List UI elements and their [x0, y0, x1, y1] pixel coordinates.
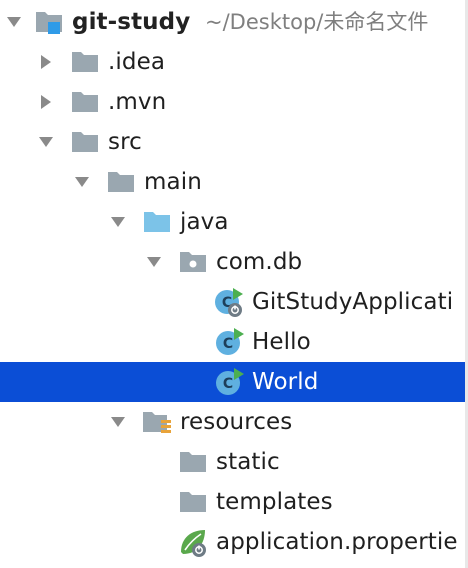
tree-row-com-db[interactable]: com.db — [0, 242, 468, 282]
java-class-icon: C — [213, 362, 245, 402]
panel-border — [465, 0, 468, 568]
tree-row-main[interactable]: main — [0, 162, 468, 202]
java-class-icon: C — [213, 322, 245, 362]
project-name: git-study — [72, 9, 191, 35]
tree-item-label: World — [252, 369, 319, 395]
chevron-down-icon[interactable] — [4, 2, 24, 42]
package-icon — [177, 242, 209, 282]
tree-item-label: main — [144, 169, 202, 195]
folder-icon — [177, 442, 209, 482]
tree-item-label: templates — [216, 489, 333, 515]
tree-row-src[interactable]: src — [0, 122, 468, 162]
project-module-icon — [33, 2, 65, 42]
tree-row-java[interactable]: java — [0, 202, 468, 242]
chevron-down-icon[interactable] — [36, 122, 56, 162]
chevron-down-icon[interactable] — [72, 162, 92, 202]
svg-text:C: C — [223, 336, 233, 352]
tree-item-label: application.propertie — [216, 529, 458, 555]
tree-item-label: .mvn — [108, 89, 167, 115]
chevron-down-icon[interactable] — [108, 402, 128, 442]
tree-row-static[interactable]: static — [0, 442, 468, 482]
folder-icon — [69, 122, 101, 162]
source-folder-icon — [141, 202, 173, 242]
folder-icon — [69, 42, 101, 82]
folder-icon — [69, 82, 101, 122]
tree-item-label: resources — [180, 409, 293, 435]
tree-row-hello[interactable]: C Hello — [0, 322, 468, 362]
tree-item-label: GitStudyApplicati — [252, 289, 454, 315]
chevron-right-icon[interactable] — [36, 42, 56, 82]
tree-row-mvn[interactable]: .mvn — [0, 82, 468, 122]
tree-row-resources[interactable]: resources — [0, 402, 468, 442]
spring-properties-icon — [177, 522, 209, 562]
tree-row-idea[interactable]: .idea — [0, 42, 468, 82]
tree-row-project-root[interactable]: git-study ~/Desktop/未命名文件 — [0, 2, 468, 42]
tree-item-label: static — [216, 449, 280, 475]
tree-item-label: .idea — [108, 49, 166, 75]
svg-text:C: C — [222, 295, 232, 311]
folder-icon — [105, 162, 137, 202]
project-path: ~/Desktop/未命名文件 — [205, 10, 429, 34]
chevron-down-icon[interactable] — [108, 202, 128, 242]
resources-folder-icon — [141, 402, 173, 442]
chevron-right-icon[interactable] — [36, 82, 56, 122]
svg-text:C: C — [223, 376, 233, 392]
tree-row-templates[interactable]: templates — [0, 482, 468, 522]
folder-icon — [177, 482, 209, 522]
tree-item-label: Hello — [252, 329, 311, 355]
spring-boot-class-icon: C — [213, 282, 245, 322]
tree-row-gitstudyapplication[interactable]: C GitStudyApplicati — [0, 282, 468, 322]
tree-item-label: src — [108, 129, 142, 155]
tree-row-world[interactable]: C World — [0, 362, 468, 402]
chevron-down-icon[interactable] — [144, 242, 164, 282]
tree-item-label: java — [180, 209, 229, 235]
tree-item-label: com.db — [216, 249, 303, 275]
tree-row-application-properties[interactable]: application.propertie — [0, 522, 468, 562]
